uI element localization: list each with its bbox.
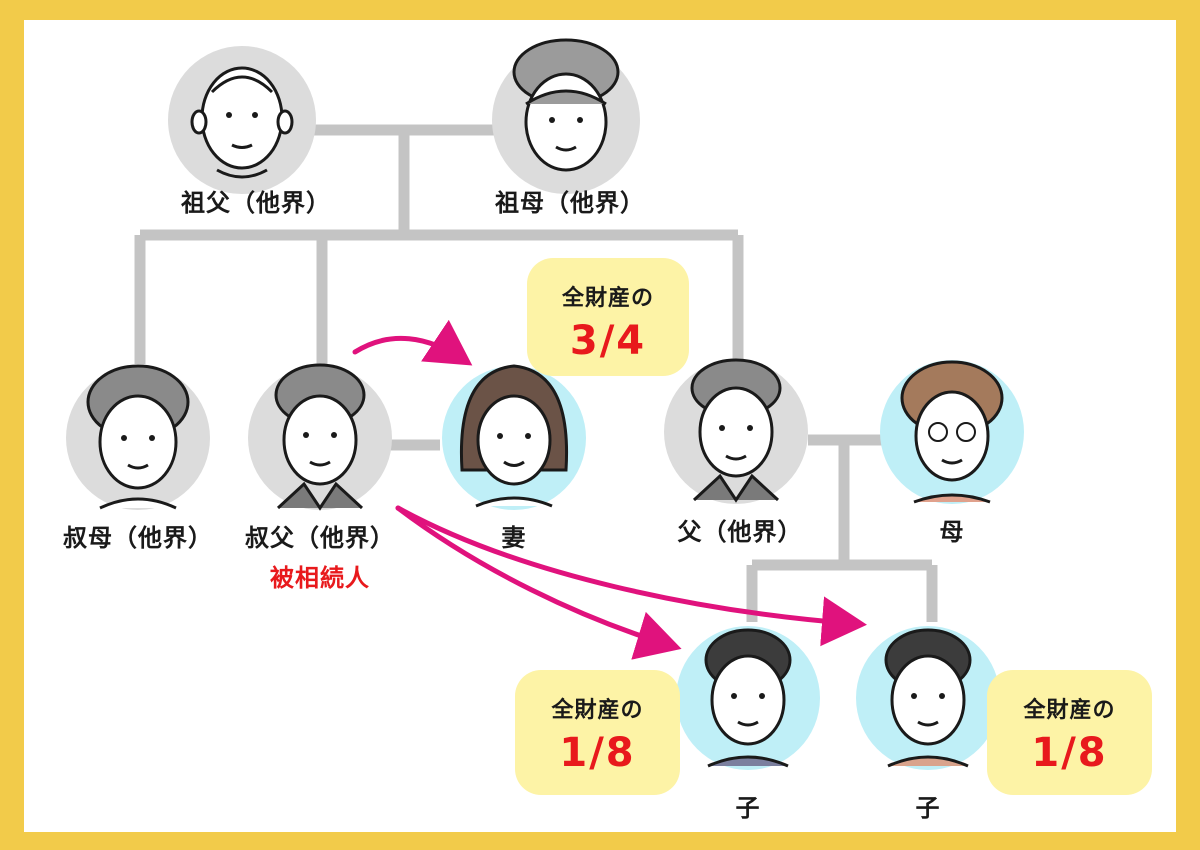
child1-label: 子	[735, 794, 761, 822]
wife-share-box: 全財産の 3/4	[527, 258, 689, 376]
father-portrait	[664, 358, 808, 504]
grandmother-portrait	[492, 38, 640, 194]
mother-portrait	[880, 360, 1024, 504]
aunt-portrait	[66, 364, 210, 510]
uncle-label: 叔父（他界）	[245, 524, 395, 552]
father-label: 父（他界）	[677, 518, 803, 546]
child1-share-box: 全財産の 1/8	[515, 670, 680, 795]
wife-label: 妻	[501, 524, 527, 552]
decedent-label: 被相続人	[270, 564, 370, 592]
arrow-to-child2	[395, 505, 867, 647]
inheritance-arrows	[352, 319, 867, 660]
wife-share-caption: 全財産の	[561, 286, 654, 311]
child1-share-fraction: 1/8	[559, 730, 636, 776]
child2-portrait	[856, 626, 1000, 770]
grandmother-label: 祖母（他界）	[495, 189, 645, 217]
grandfather-portrait	[168, 46, 316, 194]
child2-label: 子	[915, 794, 941, 822]
arrow-to-child1	[395, 505, 682, 660]
child2-share-box: 全財産の 1/8	[987, 670, 1152, 795]
wife-portrait	[442, 364, 586, 510]
wife-share-fraction: 3/4	[569, 318, 647, 364]
child1-portrait	[676, 626, 820, 770]
child1-share-caption: 全財産の	[551, 698, 644, 723]
mother-label: 母	[939, 518, 965, 546]
arrow-to-wife	[352, 319, 473, 366]
child2-share-caption: 全財産の	[1023, 698, 1116, 723]
uncle-portrait	[248, 363, 392, 511]
aunt-label: 叔母（他界）	[63, 524, 213, 552]
grandfather-label: 祖父（他界）	[181, 189, 331, 217]
child2-share-fraction: 1/8	[1031, 730, 1108, 776]
